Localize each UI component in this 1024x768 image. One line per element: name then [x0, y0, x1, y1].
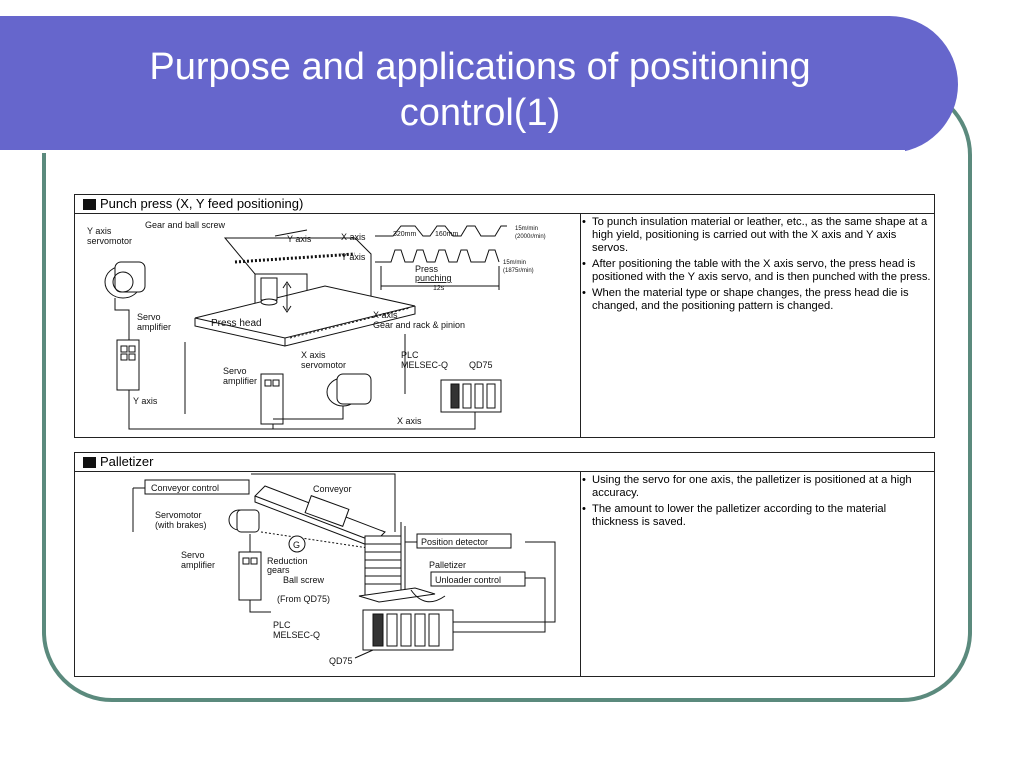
x-axis-gear-label-2: Gear and rack & pinion	[373, 320, 465, 330]
servo-amp-label-1: Servo	[181, 550, 205, 560]
g-label: G	[293, 540, 300, 550]
y-axis-servomotor-label-1: Y axis	[87, 226, 112, 236]
conveyor-control-label: Conveyor control	[151, 483, 219, 493]
servo-amp2-label-1: Servo	[223, 366, 247, 376]
list-item: The amount to lower the palletizer accor…	[581, 503, 931, 529]
reduction-gears-label-1: Reduction	[267, 556, 308, 566]
punch-press-diagram: Y axis servomotor Gear and ball screw Y …	[87, 214, 581, 438]
plc-label-1: PLC	[401, 350, 419, 360]
y-axis-bottom-label: Y axis	[133, 396, 158, 406]
title-bar: Purpose and applications of positioning …	[0, 16, 958, 153]
unloader-control-label: Unloader control	[435, 575, 501, 585]
palletizer-panel: Palletizer	[74, 452, 935, 677]
servomotor-label-1: Servomotor	[155, 510, 202, 520]
servo-amp-label-2: amplifier	[181, 560, 215, 570]
plc-label-2: MELSEC-Q	[273, 630, 320, 640]
punch-press-heading-text: Punch press (X, Y feed positioning)	[100, 196, 304, 211]
plc-label-1: PLC	[273, 620, 291, 630]
reduction-gears-label-2: gears	[267, 565, 290, 575]
y-axis-arrow-label: Y axis	[287, 234, 312, 244]
palletizer-diagram: Conveyor control Conveyor Servomotor (wi…	[132, 472, 581, 677]
press-punching-label-2: punching	[415, 273, 452, 283]
press-punching-label-1: Press	[415, 264, 439, 274]
plc-label-2: MELSEC-Q	[401, 360, 448, 370]
graph-y-axis-label: Y axis	[341, 252, 366, 262]
mm320-label: 320mm	[393, 231, 417, 238]
speed1b-label: (2000r/min)	[515, 234, 546, 240]
servo-amp2-label-2: amplifier	[223, 376, 257, 386]
palletizer-body: Conveyor control Conveyor Servomotor (wi…	[75, 472, 934, 677]
qd75-label: QD75	[329, 656, 353, 666]
y-axis-servomotor-label-2: servomotor	[87, 236, 132, 246]
x-axis-gear-label-1: X axis	[373, 310, 398, 320]
graph-x-axis-label: X axis	[341, 232, 366, 242]
palletizer-heading-text: Palletizer	[100, 454, 154, 469]
speed1-label: 15m/min	[515, 226, 538, 232]
mm160-label: 160mm	[435, 231, 459, 238]
title-line-2: control(1)	[399, 92, 561, 134]
servo-amp-label-2: amplifier	[137, 322, 171, 332]
speed2-label: 15m/min	[503, 260, 526, 266]
punch-press-heading: Punch press (X, Y feed positioning)	[75, 195, 934, 214]
speed2b-label: (1875r/min)	[503, 268, 534, 274]
servomotor-label-2: (with brakes)	[155, 520, 207, 530]
conveyor-label: Conveyor	[313, 484, 352, 494]
page-title: Purpose and applications of positioning …	[80, 44, 880, 136]
list-item: After positioning the table with the X a…	[581, 258, 931, 284]
heading-square-icon	[83, 456, 96, 468]
ball-screw-label: Ball screw	[283, 575, 325, 585]
heading-square-icon	[83, 198, 96, 210]
list-item: Using the servo for one axis, the pallet…	[581, 474, 931, 500]
x-servo-label-2: servomotor	[301, 360, 346, 370]
punch-press-panel: Punch press (X, Y feed positioning)	[74, 194, 935, 438]
from-qd75-label: (From QD75)	[277, 594, 330, 604]
palletizer-bullets: Using the servo for one axis, the pallet…	[581, 474, 931, 532]
palletizer-heading: Palletizer	[75, 453, 934, 472]
title-line-1: Purpose and applications of positioning	[149, 46, 811, 88]
time-label: 12s	[433, 285, 445, 292]
list-item: To punch insulation material or leather,…	[581, 216, 931, 255]
gear-ball-screw-label: Gear and ball screw	[145, 220, 226, 230]
list-item: When the material type or shape changes,…	[581, 287, 931, 313]
palletizer-label: Palletizer	[429, 560, 466, 570]
x-axis-bottom-label: X axis	[397, 416, 422, 426]
press-head-label: Press head	[211, 318, 262, 329]
title-underline	[0, 150, 905, 153]
punch-press-body: Y axis servomotor Gear and ball screw Y …	[75, 214, 934, 438]
x-servo-label-1: X axis	[301, 350, 326, 360]
qd75-label: QD75	[469, 360, 493, 370]
position-detector-label: Position detector	[421, 537, 488, 547]
punch-press-bullets: To punch insulation material or leather,…	[581, 216, 931, 316]
servo-amp-label-1: Servo	[137, 312, 161, 322]
